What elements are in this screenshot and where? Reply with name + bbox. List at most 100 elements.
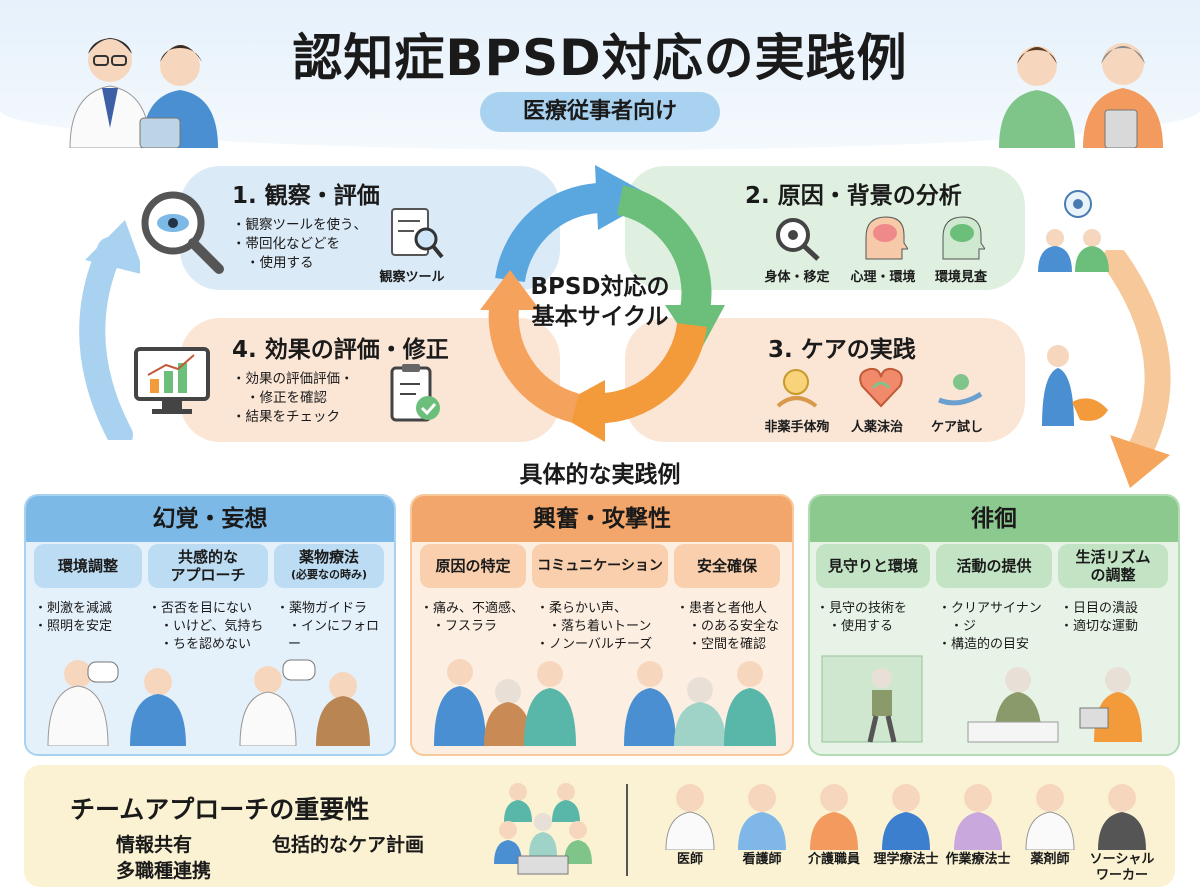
heart-icon xyxy=(859,367,903,408)
caregiver-support-icon xyxy=(1042,345,1108,426)
role-label: 介護職員 xyxy=(807,852,860,867)
clipboard-check-icon xyxy=(390,364,440,422)
subcard-bullet: 適切な運動 xyxy=(1060,618,1172,636)
team-meeting-illustration xyxy=(494,783,592,875)
doctor-patient-illustration xyxy=(47,659,370,746)
caring-hands-icon xyxy=(938,374,983,406)
subcard-bullets: 見守の技術を 使用する xyxy=(816,600,934,636)
non-drug-care-icon xyxy=(776,369,818,408)
subcard-bullet: 日目の潰設 xyxy=(1060,600,1172,618)
case-title: 幻覚・妄想 xyxy=(26,496,394,542)
subcard-bullet-cont: ジ xyxy=(938,618,1056,636)
subcard-label: 活動の提供 xyxy=(936,544,1052,588)
subcard-bullet: ノンーバルチーズ xyxy=(536,636,676,654)
subcard-bullet-cont: フスララ xyxy=(420,618,536,636)
body-check-icon xyxy=(776,218,820,261)
subcard-label: 安全確保 xyxy=(674,544,780,588)
subcard-bullets: 否否を目にない いけど、気持ち ちを認めない xyxy=(148,600,272,654)
subcard-note: (必要なの時み) xyxy=(290,568,368,581)
subcard-label: 薬物療法 (必要なの時み) xyxy=(274,544,384,588)
forward-arrow-icon xyxy=(1102,250,1171,488)
doctor-nurse-illustration xyxy=(69,38,218,148)
step4-bullet: 修正を確認 xyxy=(232,389,354,408)
subcard-label: 見守りと環境 xyxy=(816,544,930,588)
step2-caption: 環境見査 xyxy=(934,270,987,285)
subcard-bullet-cont: 空間を確認 xyxy=(676,636,786,654)
subcard-bullet: 照明を安定 xyxy=(34,618,144,636)
subcard-bullet-cont: 落ち着いトーン xyxy=(536,618,676,636)
step1-bullets: 観察ツールを使う、 帯回化などどを 使用する xyxy=(232,216,368,273)
role-figures-illustration xyxy=(665,784,1146,850)
step1-bullet: 観察ツールを使う、 xyxy=(232,216,368,235)
subcard-bullets: 患者と者他人 のある安全な 空間を確認 xyxy=(676,600,786,654)
subcard-bullets: 刺激を減滅 照明を安定 xyxy=(34,600,144,636)
cycle-label-line2: 基本サイクル xyxy=(531,304,669,330)
subcard-bullet: 見守の技術を xyxy=(816,600,934,618)
mind-head-icon xyxy=(942,216,985,260)
nurse-caregiver-illustration xyxy=(999,43,1163,148)
case-title: 興奮・攻撃性 xyxy=(412,496,792,542)
step4-bullet-text: 修正を確認 xyxy=(259,390,328,406)
subcard-label-text: 薬物療法 xyxy=(298,548,359,566)
step2-title: 2. 原因・背景の分析 xyxy=(745,183,962,209)
cycle-label-line1: BPSD対応の xyxy=(530,274,670,300)
return-arrow-icon xyxy=(79,220,140,440)
subcard-bullets: 柔らかい声、 落ち着いトーン ノンーバルチーズ xyxy=(536,600,676,654)
subcard-bullet: 否否を目にない xyxy=(148,600,272,618)
monitor-chart-icon xyxy=(134,347,210,414)
step2-caption: 身体・移定 xyxy=(764,270,830,285)
step4-bullet: 結果をチェック xyxy=(232,408,354,427)
subcard-bullets: 日目の潰設 適切な運動 xyxy=(1060,600,1172,636)
magnifier-eye-icon xyxy=(141,191,224,274)
role-label: 作業療法士 xyxy=(945,852,1011,867)
step4-bullet: 効果の評価評価・ xyxy=(232,370,354,389)
subcard-bullet: 薬物ガイドラ xyxy=(276,600,388,618)
subcard-bullet: 構造的の目安 xyxy=(938,636,1056,654)
step1-caption: 観察ツール xyxy=(379,270,445,285)
nurses-calming-patient-illustration xyxy=(434,659,776,746)
subcard-bullet-cont: インにフォロー xyxy=(276,618,388,654)
subcard-label: 生活リズム の調整 xyxy=(1058,544,1168,588)
subcard-bullet: クリアサイナン xyxy=(938,600,1056,618)
step3-caption: 非薬手体殉 xyxy=(764,420,830,435)
case-title: 徘徊 xyxy=(810,496,1178,542)
subcard-bullets: 痛み、不適感、 フスララ xyxy=(420,600,536,636)
team-discussion-icon xyxy=(1038,190,1109,272)
cycle-arrows-icon xyxy=(480,165,725,442)
role-label: 医師 xyxy=(676,852,703,867)
team-keyword: 包括的なケア計画 xyxy=(272,834,425,856)
subcard-bullet-cont: ちを認めない xyxy=(148,636,272,654)
step2-caption: 心理・環境 xyxy=(850,270,916,285)
step3-caption: ケア試し xyxy=(930,420,983,435)
subcard-bullets: 薬物ガイドラ インにフォロー xyxy=(276,600,388,654)
team-keyword: 情報共有 xyxy=(116,834,193,856)
role-label: 薬剤師 xyxy=(1030,852,1070,867)
step4-title: 4. 効果の評価・修正 xyxy=(232,337,449,363)
subcard-bullet: 痛み、不適感、 xyxy=(420,600,536,618)
subcard-label: 原因の特定 xyxy=(420,544,526,588)
step3-title: 3. ケアの実践 xyxy=(768,337,916,363)
team-keyword: 多職種連携 xyxy=(116,860,212,882)
practice-examples-heading: 具体的な実践例 xyxy=(519,462,681,488)
team-divider xyxy=(626,784,628,876)
subcard-label: コミュニケーション xyxy=(532,544,668,588)
role-label: 理学療法士 xyxy=(873,852,939,867)
subcard-bullet: 柔らかい声、 xyxy=(536,600,676,618)
step1-bullet: 帯回化などどを xyxy=(232,235,367,254)
step3-caption: 人薬沫治 xyxy=(850,420,903,435)
brain-head-icon xyxy=(865,216,908,260)
step1-title: 1. 観察・評価 xyxy=(232,183,380,209)
subcard-label: 共感的な アプローチ xyxy=(148,544,268,588)
team-approach-title: チームアプローチの重要性 xyxy=(70,795,370,824)
subcard-bullet: 刺激を減滅 xyxy=(34,600,144,618)
subcard-bullet-cont: のある安全な xyxy=(676,618,786,636)
step1-bullet-text: 使用する xyxy=(259,255,314,271)
audience-badge: 医療従事者向け xyxy=(480,92,720,132)
subcard-bullet-cont: 使用する xyxy=(816,618,934,636)
subcard-label: 環境調整 xyxy=(34,544,142,588)
subcard-bullets: クリアサイナン ジ 構造的の目安 xyxy=(938,600,1056,654)
step4-bullets: 効果の評価評価・ 修正を確認 結果をチェック xyxy=(232,370,354,427)
walking-activity-illustration xyxy=(821,655,1142,743)
role-label: 看護師 xyxy=(742,852,782,867)
role-label: ソーシャル ワーカー xyxy=(1089,852,1155,883)
